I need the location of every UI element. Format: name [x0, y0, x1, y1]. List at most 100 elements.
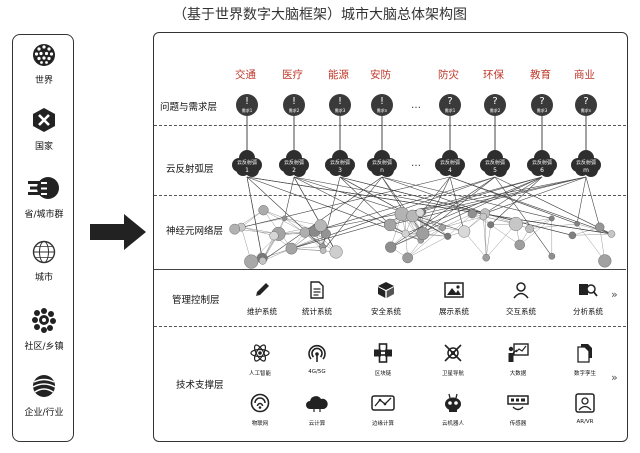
diagram-title: （基于世界数字大脑框架）城市大脑总体架构图: [173, 7, 467, 23]
demand-node-circle: [329, 94, 351, 116]
cloud-neuron-link: [390, 176, 543, 248]
level-label: 世界: [34, 76, 53, 86]
tech-ar-vr: AR/VR: [558, 393, 612, 425]
neuron-link: [572, 233, 612, 236]
cloud-node-number: 4: [448, 167, 452, 174]
layer-divider: [154, 125, 626, 126]
category-environment: 环保: [483, 69, 504, 81]
cloud-puff: [493, 163, 507, 177]
edge-computing-icon: [371, 395, 395, 411]
tech-ai: 人工智能: [233, 343, 287, 377]
neuron-node: [314, 219, 327, 232]
cloud-node-number: 5: [493, 167, 497, 174]
globe-icon: [33, 44, 55, 66]
neuron-node: [415, 208, 425, 217]
tech-label: 数字孪生: [573, 371, 596, 377]
demand-node-circle: [371, 94, 393, 116]
neuron-node: [439, 224, 447, 231]
layer-divider: [154, 326, 626, 327]
demand-node-label: 需求1: [445, 107, 456, 113]
pen-icon: [256, 283, 269, 296]
tech-label: 物联网: [251, 421, 269, 427]
cloud-node-number: 2: [292, 167, 296, 174]
arvr-icon: [575, 393, 595, 413]
layer-divider: [154, 195, 626, 196]
neuron-node: [598, 254, 612, 268]
system-interaction[interactable]: 交互系统: [489, 281, 553, 317]
level-world: 世界: [13, 43, 75, 86]
tech-label: 传感器: [509, 421, 527, 427]
neuron-node: [258, 257, 267, 265]
cloud-puff: [245, 163, 259, 177]
neuron-node: [385, 241, 397, 253]
tech-label: 云计算: [308, 421, 326, 427]
cloud-neuron-link: [293, 176, 465, 232]
system-display[interactable]: 展示系统: [422, 281, 486, 317]
neuron-link: [484, 213, 487, 258]
neuron-node: [548, 215, 555, 222]
demand-node: !需求2: [283, 94, 305, 116]
blockchain-icon: [374, 343, 392, 363]
neuron-node: [285, 242, 298, 255]
demand-node-label: 需求n: [581, 107, 592, 113]
cloud-neuron-link: [322, 176, 383, 251]
cloud-node-number: n: [380, 167, 384, 174]
system-analysis[interactable]: 分析系统: [556, 281, 620, 317]
cloud-puff: [540, 163, 554, 177]
demand-node-label: 需求1: [242, 107, 253, 113]
category-security: 安防: [370, 69, 391, 81]
cloud-neuron-link: [422, 176, 451, 234]
tech-4g5g: 4G/5G: [290, 343, 344, 375]
demand-mark: ?: [539, 96, 544, 107]
level-label: 城市: [34, 273, 53, 283]
neuron-node: [319, 247, 327, 254]
tech-cloud-robot: 云机器人: [426, 393, 480, 427]
level-country: 国家: [13, 107, 75, 152]
cloud-neuron-link: [314, 176, 496, 232]
category-medical: 医疗: [282, 69, 303, 81]
system-label: 统计系统: [302, 307, 332, 316]
cloud-neuron-link: [284, 176, 295, 219]
system-label: 维护系统: [247, 307, 277, 316]
level-panel: 世界 国家 省/城市群 城市: [12, 34, 74, 442]
neuron-node: [607, 230, 616, 238]
system-maintenance[interactable]: 维护系统: [230, 281, 294, 317]
demand-node: ?需求2: [484, 94, 506, 116]
layer-label-tech: 技术支撑层: [176, 380, 224, 391]
demand-node: !需求1: [236, 94, 258, 116]
demand-mark: !: [338, 96, 342, 107]
system-statistics[interactable]: 统计系统: [285, 281, 349, 317]
cloud-neuron-link: [246, 176, 263, 259]
tech-sensor: 传感器: [491, 393, 545, 427]
tech-iot: 物联网: [233, 393, 287, 427]
neuron-link: [447, 213, 473, 237]
presentation-icon: [508, 343, 529, 362]
neuron-node: [479, 212, 488, 221]
neuron-link: [485, 224, 491, 258]
level-enterprise: 企业/行业: [13, 373, 75, 418]
cloud-node-label: 云反射弧: [440, 159, 460, 166]
right-arrow-icon: [90, 214, 146, 250]
more-chevron[interactable]: »: [611, 288, 618, 301]
neuron-node: [525, 224, 534, 233]
user-icon: [513, 282, 529, 299]
cloud-node-number: m: [583, 167, 589, 174]
tech-edge-computing: 边缘计算: [356, 393, 410, 427]
more-chevron[interactable]: »: [611, 371, 618, 384]
neuron-link: [407, 227, 443, 259]
neuron-node: [458, 225, 471, 238]
layer-label-neuron: 神经元网络层: [166, 226, 224, 237]
cloud-neuron-link: [246, 176, 612, 235]
neuron-link: [442, 216, 484, 228]
cloud-neuron-link: [381, 176, 552, 219]
tech-label: 云机器人: [441, 421, 464, 427]
level-label: 国家: [34, 142, 53, 152]
neuron-node: [595, 222, 605, 232]
community-icon: [32, 308, 56, 333]
demand-mark: ?: [583, 96, 588, 107]
neuron-link: [291, 248, 337, 253]
system-safety[interactable]: 安全系统: [354, 281, 418, 317]
demand-node-label: 需求3: [335, 107, 346, 113]
